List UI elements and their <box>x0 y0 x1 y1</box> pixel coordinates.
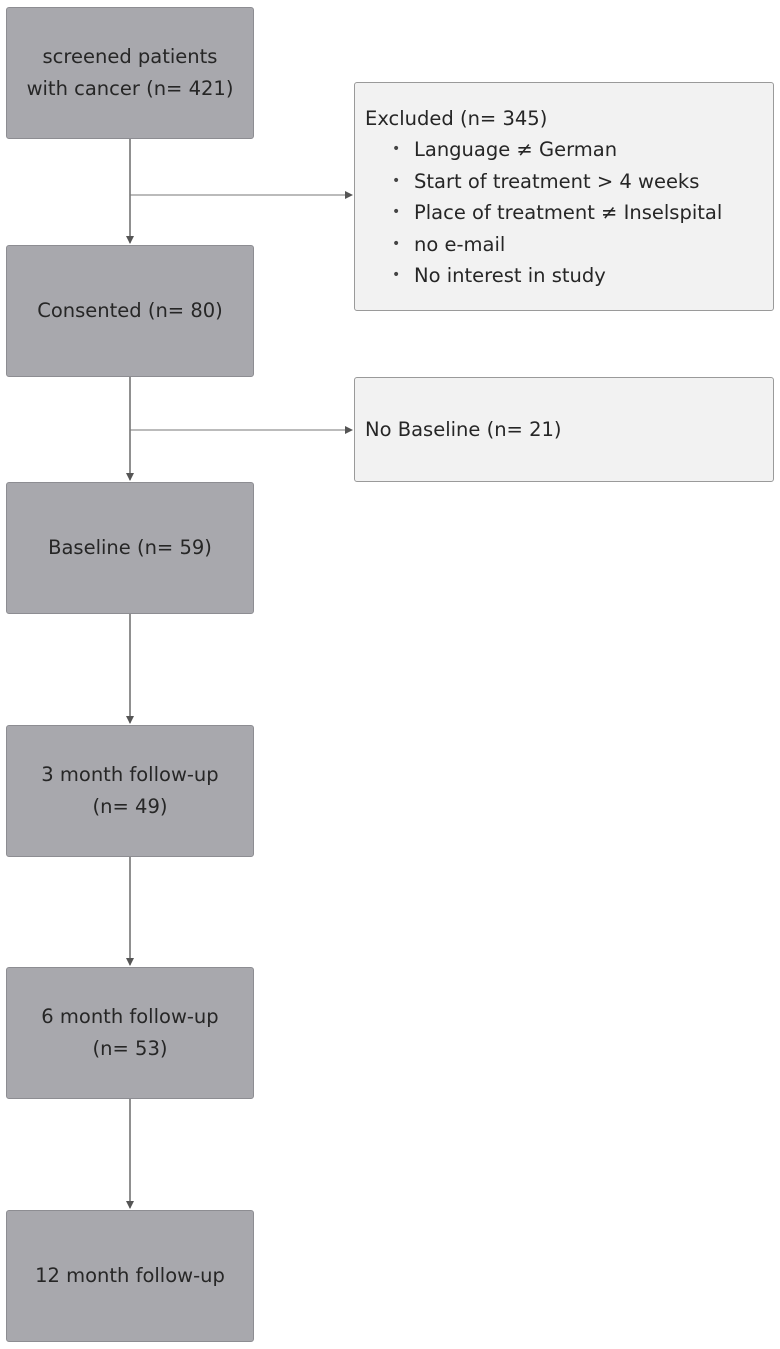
exclusion-reason: • Language ≠ German <box>365 134 773 166</box>
bullet-icon: • <box>392 267 401 283</box>
consented-label: Consented (n= 80) <box>37 299 223 322</box>
screened-patients-box: screened patients with cancer (n= 421) <box>6 7 254 139</box>
bullet-icon: • <box>392 172 401 189</box>
excluded-box: Excluded (n= 345) • Language ≠ German • St… <box>354 82 774 311</box>
screened-line-2: with cancer (n= 421) <box>26 77 234 100</box>
followup-6-line-1: 6 month follow-up <box>41 1005 219 1028</box>
bullet-icon: • <box>392 141 401 157</box>
exclusion-reason: • Place of treatment ≠ Inselspital <box>365 197 773 229</box>
followup-3-line-2: (n= 49) <box>92 795 168 818</box>
no-baseline-box: No Baseline (n= 21) <box>354 377 774 482</box>
exclusion-reason-text: Start of treatment > 4 weeks <box>414 169 700 193</box>
baseline-label: Baseline (n= 59) <box>48 536 212 559</box>
exclusion-reason: • no e-mail <box>365 229 773 261</box>
exclusion-reason: • Start of treatment > 4 weeks <box>365 166 773 198</box>
followup-12-month-box: 12 month follow-up <box>6 1210 254 1342</box>
bullet-icon: • <box>392 235 401 252</box>
followup-3-month-box: 3 month follow-up (n= 49) <box>6 725 254 857</box>
exclusion-reason-text: Place of treatment ≠ Inselspital <box>414 201 723 224</box>
exclusion-reason-text: no e-mail <box>414 232 506 256</box>
screened-line-1: screened patients <box>42 45 218 68</box>
followup-6-month-box: 6 month follow-up (n= 53) <box>6 967 254 1099</box>
followup-3-line-1: 3 month follow-up <box>41 763 219 786</box>
excluded-title: Excluded (n= 345) <box>365 107 548 130</box>
exclusion-reasons-list: • Language ≠ German • Start of treatment >… <box>365 134 773 292</box>
exclusion-reason-text: No interest in study <box>414 264 606 287</box>
no-baseline-label: No Baseline (n= 21) <box>365 418 562 441</box>
followup-12-label: 12 month follow-up <box>35 1264 225 1287</box>
baseline-box: Baseline (n= 59) <box>6 482 254 614</box>
consented-box: Consented (n= 80) <box>6 245 254 377</box>
exclusion-reason: • No interest in study <box>365 260 773 292</box>
bullet-icon: • <box>392 204 401 220</box>
followup-6-line-2: (n= 53) <box>92 1037 168 1060</box>
exclusion-reason-text: Language ≠ German <box>414 138 618 161</box>
